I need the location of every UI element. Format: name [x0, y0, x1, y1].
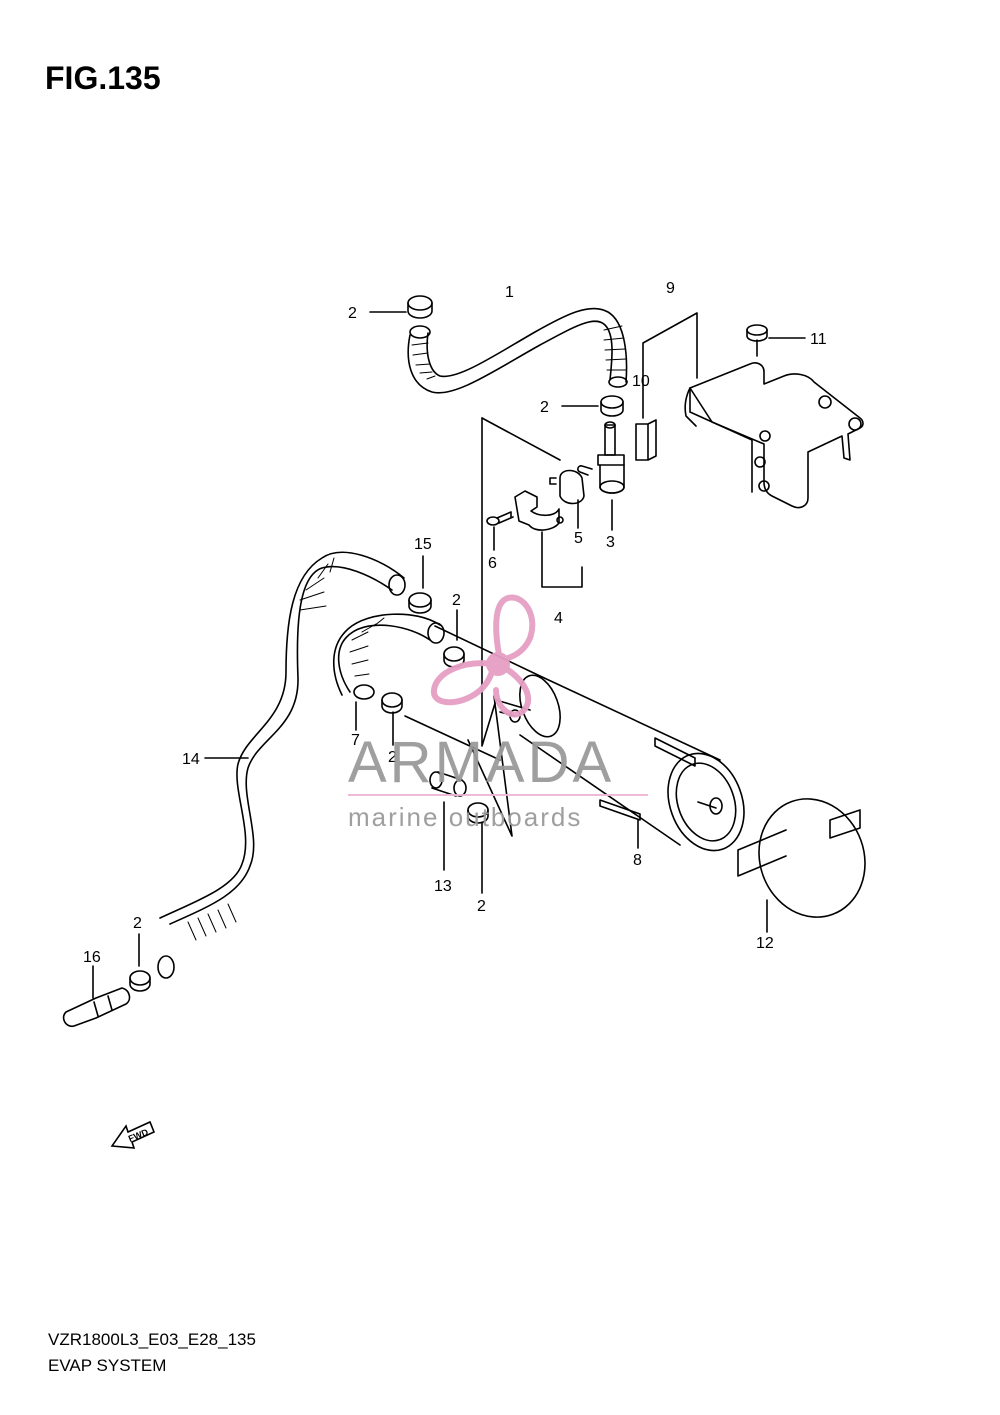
callout-4: 4: [554, 610, 563, 627]
leader-canister-e: [404, 715, 501, 761]
hose-clamp-2b: [600, 395, 624, 417]
callout-10: 10: [632, 373, 650, 390]
callout-13: 13: [434, 878, 452, 895]
hose-clamp-2e: [467, 802, 489, 824]
callout-12: 12: [756, 935, 774, 952]
armada-watermark: ARMADA marine outboards: [348, 594, 648, 832]
callout-2b: 2: [540, 399, 549, 416]
callout-2c: 2: [452, 592, 461, 609]
fwd-label: FWD: [127, 1127, 150, 1144]
leader-9-10: [642, 312, 698, 419]
figure-code: VZR1800L3_E03_E28_135: [48, 1330, 256, 1349]
leader-canister-a: [481, 417, 531, 747]
callout-8: 8: [633, 852, 642, 869]
callout-1: 1: [505, 284, 514, 301]
callout-2f: 2: [133, 915, 142, 932]
fwd-arrow-icon: FWD: [110, 1120, 156, 1149]
hose-clamp-2a: [407, 295, 433, 319]
watermark-brand: ARMADA: [348, 730, 614, 795]
callout-14: 14: [182, 751, 200, 768]
callout-16: 16: [83, 949, 101, 966]
mount-10: [635, 419, 657, 461]
callout-11: 11: [810, 331, 827, 348]
leader-canister-b: [481, 417, 561, 461]
hose-clamp-2f: [129, 970, 151, 992]
hose-clamp-2d: [381, 692, 403, 714]
propeller-logo-icon: [431, 594, 536, 718]
bolt-11: [746, 324, 768, 357]
callout-7: 7: [351, 732, 360, 749]
watermark-tagline: marine outboards: [348, 802, 582, 832]
clamp-bracket-5: [549, 469, 585, 505]
callout-2e: 2: [477, 898, 486, 915]
hose-15-clamp: [408, 592, 432, 614]
mounting-bracket-9: [684, 362, 864, 509]
leader-canister-d: [434, 625, 541, 677]
callout-3: 3: [606, 534, 615, 551]
clamp-bracket-4: [514, 490, 564, 531]
callout-15: 15: [414, 536, 432, 553]
leader-canister-c: [467, 695, 513, 837]
hose-14: [157, 551, 406, 979]
fitting-16: [62, 987, 131, 1028]
screw-6: [486, 511, 514, 526]
figure-title: FIG.135: [45, 60, 161, 96]
figure-name: EVAP SYSTEM: [48, 1356, 167, 1375]
callout-6: 6: [488, 555, 497, 572]
leader-4-bracket: [541, 531, 583, 588]
callout-2a: 2: [348, 305, 357, 322]
canister-cover-12: [737, 798, 866, 918]
callout-5: 5: [574, 530, 583, 547]
hose-7: [333, 613, 445, 700]
valve-3: [577, 421, 625, 494]
callout-2d: 2: [388, 749, 397, 766]
callout-9: 9: [666, 280, 675, 297]
hose-1: [407, 307, 628, 394]
